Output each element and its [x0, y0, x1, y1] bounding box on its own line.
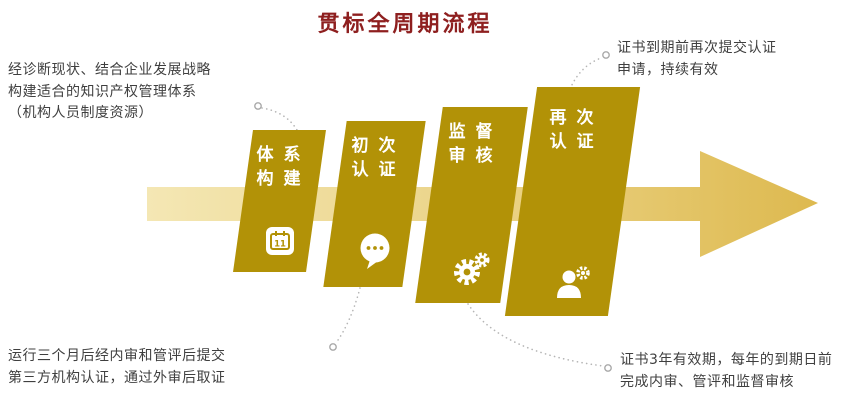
stage-label-line: 认 证	[549, 131, 596, 152]
annotation-bottom-left: 运行三个月后经内审和管评后提交 第三方机构认证，通过外审后取证	[8, 348, 226, 386]
chat-bubble-icon	[335, 231, 414, 271]
stage-label-line: 初 次	[351, 136, 398, 156]
annotation-top-right: 证书到期前再次提交认证 申请，持续有效	[617, 40, 777, 78]
gears-icon	[429, 249, 514, 287]
connector-bottom-left	[335, 287, 361, 344]
calendar-day-text: 11	[274, 240, 286, 250]
stage-label-line: 监 督	[448, 122, 495, 142]
stage-label: 监 督 审 核	[429, 107, 514, 169]
connector-top-right	[569, 57, 602, 90]
stage-label-line: 审 核	[448, 145, 495, 166]
calendar-icon: 11	[243, 226, 316, 256]
connector-bottom-right-dot	[604, 364, 612, 372]
connector-top-right-dot	[602, 51, 610, 59]
stage-re-certification: 再 次 认 证	[504, 87, 641, 316]
annotation-top-left: 经诊断现状、结合企业发展战略 构建适合的知识产权管理体系 （机构人员制度资源）	[8, 62, 211, 122]
stage-label: 体 系 构 建	[243, 130, 316, 192]
stage-supervision-audit: 监 督 审 核	[415, 107, 528, 303]
connector-top-left-dot	[254, 102, 262, 110]
gear-person-icon	[521, 264, 624, 300]
connector-bottom-left-dot	[329, 343, 337, 351]
stage-label-line: 体 系	[256, 145, 303, 165]
stage-initial-certification: 初 次 认 证	[323, 121, 426, 287]
stage-label-line: 认 证	[351, 159, 398, 180]
stage-system-construction: 体 系 构 建 11	[233, 130, 326, 272]
stage-label-line: 再 次	[549, 108, 596, 128]
stage-label: 初 次 认 证	[335, 121, 414, 183]
page-title: 贯标全周期流程	[317, 11, 493, 36]
annotation-bottom-right: 证书3年有效期，每年的到期日前 完成内审、管评和监督审核	[620, 352, 833, 390]
stage-label: 再 次 认 证	[521, 87, 624, 155]
stage-label-line: 构 建	[256, 168, 303, 189]
connector-bottom-right	[467, 303, 604, 367]
